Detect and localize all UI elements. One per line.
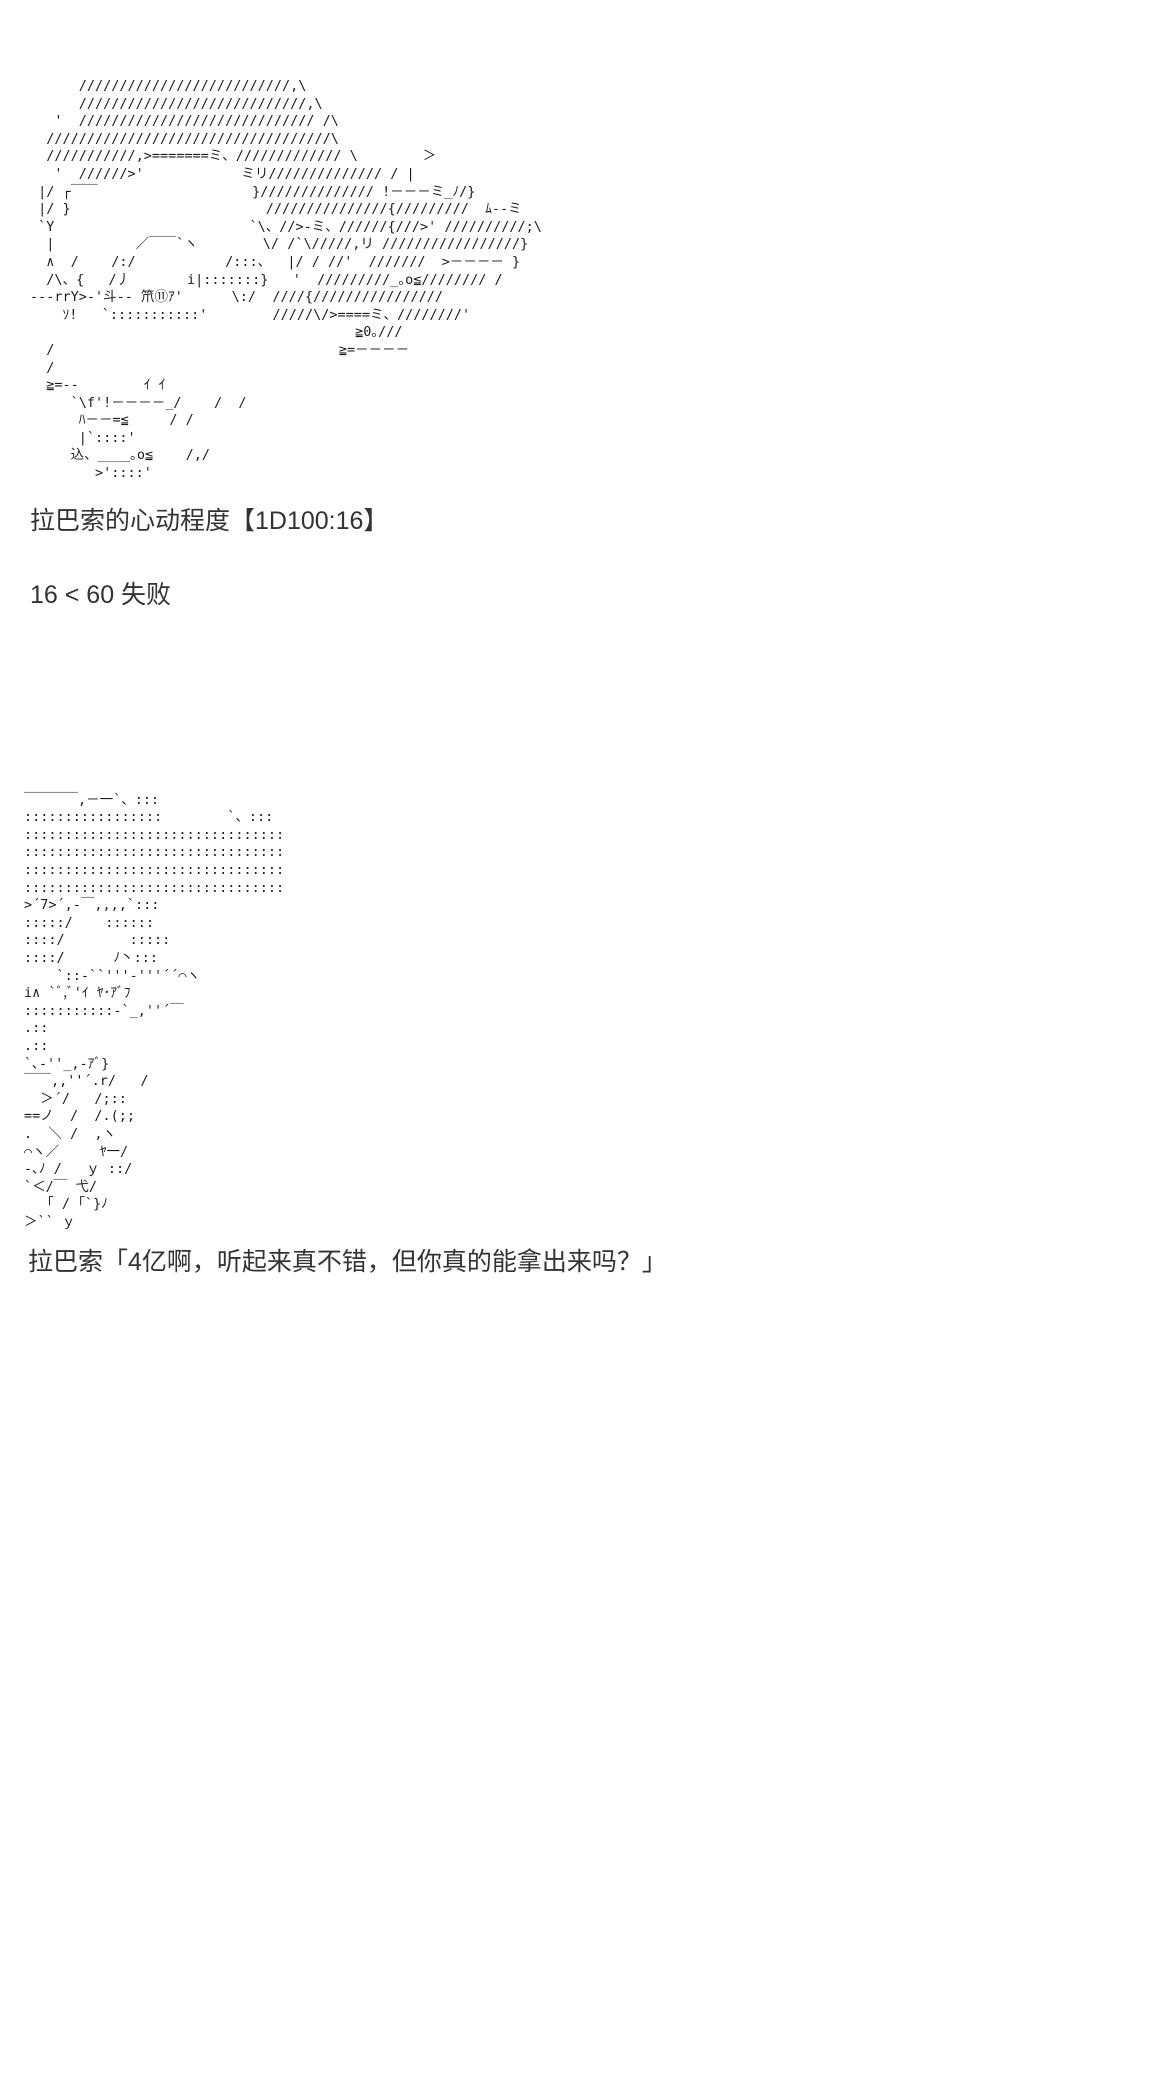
ascii-art-character: ￣￣￣￣,－一`、::: ::::::::::::::::: `、::: :::…	[24, 791, 285, 1230]
dice-result-text: 16 < 60 失败	[30, 581, 172, 610]
character-dialogue: 拉巴索「4亿啊，听起来真不错，但你真的能拿出来吗？」	[28, 1247, 667, 1276]
section-spacer	[0, 612, 1162, 792]
ascii-art-carriage: //////////////////////////,\ ///////////…	[30, 78, 542, 482]
dice-roll-label: 拉巴索的心动程度【1D100:16】	[30, 506, 389, 535]
